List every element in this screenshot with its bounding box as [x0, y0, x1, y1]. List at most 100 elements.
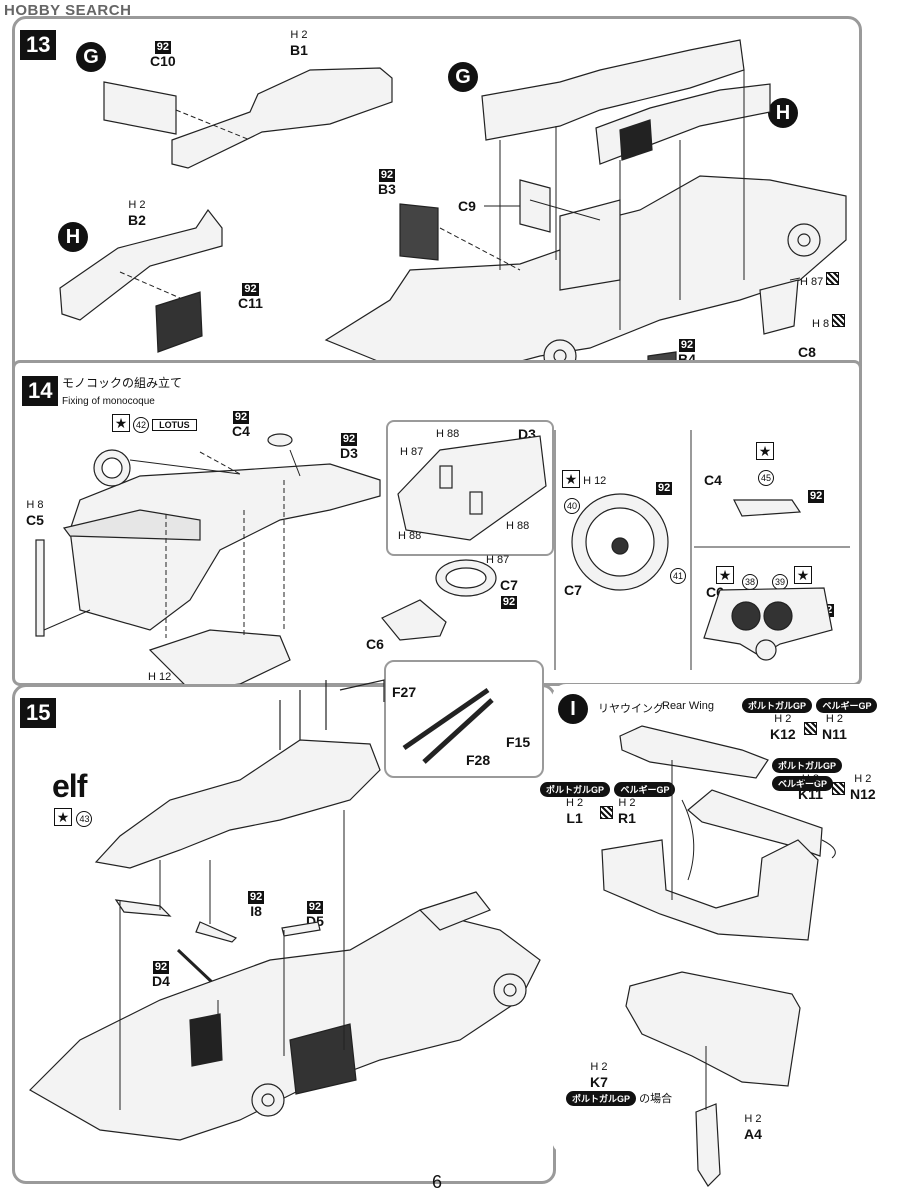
steering-tag-92: 92	[656, 482, 673, 495]
step-15-illustration	[29, 679, 541, 1141]
c4-detail-tag: 92	[808, 490, 825, 503]
h87-tag: H 87	[800, 272, 840, 288]
step-14-title-en: Fixing of monocoque	[62, 396, 155, 407]
checker-flag-icon	[826, 272, 840, 285]
c4-detail-45: 45	[758, 468, 774, 486]
star-icon: ★	[562, 470, 580, 488]
circle-h-label-2: H	[768, 98, 798, 128]
portugal-gp-tag: ポルトガルGP	[540, 782, 611, 797]
lotus-decal: LOTUS	[152, 419, 197, 431]
note-suffix: の場合	[639, 1093, 673, 1105]
k11-n12-tags: ポルトガルGP ベルギーGP	[772, 756, 902, 792]
detail-d3-box	[386, 420, 554, 556]
part-c6: C6	[366, 636, 384, 652]
star-icon: ★	[756, 442, 774, 460]
step-14-illustration	[35, 433, 833, 690]
star-icon: ★	[54, 808, 72, 826]
divider-vertical-1	[554, 430, 556, 670]
c4-detail-star: ★	[756, 442, 774, 461]
circle-g-label: G	[76, 42, 106, 72]
circle-h-label: H	[58, 222, 88, 252]
step-14-number: 14	[22, 376, 59, 406]
rear-wing-illustration	[601, 725, 836, 1187]
decal-43-group: ★ 43	[54, 808, 93, 827]
circle-i-label: I	[558, 694, 588, 724]
k12-flag	[804, 722, 817, 740]
detail-h88-b: H 88	[506, 520, 530, 532]
star-icon: ★	[112, 414, 130, 432]
part-f27: F27	[392, 684, 417, 700]
part-c9: C9	[458, 198, 476, 214]
k11-flag	[832, 782, 845, 800]
step-15-number: 15	[20, 698, 57, 728]
part-c8: C8	[798, 344, 816, 360]
belgium-gp-tag: ベルギーGP	[816, 698, 878, 713]
steering-label: C7	[564, 582, 582, 598]
portugal-gp-tag: ポルトガルGP	[772, 758, 843, 773]
divider-vertical-2	[690, 430, 692, 670]
logo-text: HOBBY SEARCH	[4, 2, 132, 19]
steering-tags: ★ H 12	[562, 470, 606, 488]
belgium-gp-tag: ベルギーGP	[614, 782, 676, 797]
checker-flag-icon	[832, 782, 845, 795]
h8-tag: H 8	[812, 314, 846, 330]
part-f28: F28	[466, 752, 491, 768]
decal-42-group: ★ 42 LOTUS	[112, 414, 197, 433]
rear-wing-title-jp: リヤウイング	[598, 703, 664, 715]
step-13-number: 13	[20, 30, 57, 60]
hobby-search-logo: HOBBY SEARCH	[4, 2, 131, 19]
portugal-gp-tag: ポルトガルGP	[742, 698, 813, 713]
l1-flag	[600, 806, 613, 824]
steering-decal-41: 41	[670, 566, 686, 584]
steering-decal-40: 40	[564, 496, 580, 514]
f-parts-box	[384, 660, 544, 778]
c6-detail-star-1: ★	[716, 566, 734, 585]
c4-detail-label: C4	[704, 472, 722, 488]
l1-r1-tags: ポルトガルGP ベルギーGP	[540, 780, 676, 798]
star-icon: ★	[794, 566, 812, 584]
divider-horizontal	[694, 546, 850, 548]
checker-flag-icon	[804, 722, 817, 735]
rear-wing-title-en: Rear Wing	[662, 700, 714, 712]
detail-h87-b: H 87	[486, 554, 510, 566]
decal-number: 43	[76, 811, 93, 827]
detail-h88-a: H 88	[436, 428, 460, 440]
portugal-note: ポルトガルGP の場合	[566, 1090, 672, 1106]
belgium-gp-tag: ベルギーGP	[772, 776, 834, 791]
c6-detail-star-2: ★	[794, 566, 812, 585]
checker-flag-icon	[832, 314, 846, 327]
step-14-title-jp: モノコックの組み立て	[62, 376, 183, 390]
star-icon: ★	[716, 566, 734, 584]
decal-number: 42	[133, 417, 150, 433]
circle-g-label-2: G	[448, 62, 478, 92]
step-13-illustration	[59, 39, 847, 405]
checker-flag-icon	[600, 806, 613, 819]
elf-logo: elf	[52, 768, 87, 804]
part-f15: F15	[506, 734, 531, 750]
k12-n11-tags: ポルトガルGP ベルギーGP	[742, 696, 878, 714]
detail-h87-a: H 87	[400, 446, 424, 458]
portugal-gp-tag: ポルトガルGP	[566, 1091, 637, 1106]
page-number: 6	[432, 1172, 443, 1192]
detail-h88-c: H 88	[398, 530, 422, 542]
